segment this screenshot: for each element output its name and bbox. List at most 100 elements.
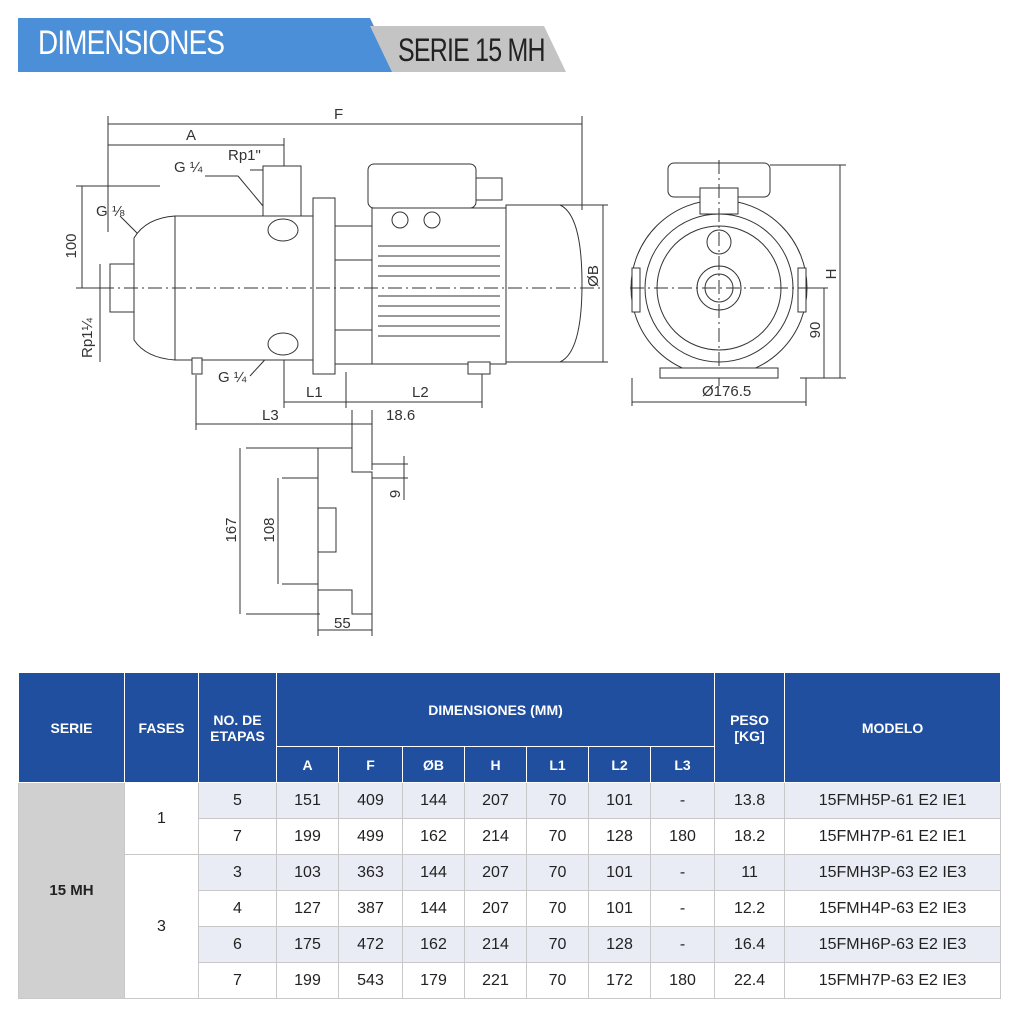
cell-etapas: 7 xyxy=(198,818,277,855)
dim-H-label: H xyxy=(823,269,840,280)
cell-l2: 128 xyxy=(588,926,651,963)
dim-g18-label: G ⅛ xyxy=(96,203,125,220)
header-modelo: MODELO xyxy=(784,672,1002,783)
header-dim-l2: L2 xyxy=(588,746,651,783)
cell-f: 499 xyxy=(338,818,403,855)
cell-l1: 70 xyxy=(526,818,589,855)
cell-f: 363 xyxy=(338,854,403,891)
cell-l1: 70 xyxy=(526,890,589,927)
cell-l2: 101 xyxy=(588,854,651,891)
cell-l2: 101 xyxy=(588,890,651,927)
header-etapas: NO. DE ETAPAS xyxy=(198,672,277,783)
dim-rp1-label: Rp1" xyxy=(228,147,261,164)
header-dim-l1: L1 xyxy=(526,746,589,783)
cell-peso: 18.2 xyxy=(714,818,786,855)
cell-b: 179 xyxy=(402,962,465,999)
cell-f: 472 xyxy=(338,926,403,963)
cell-b: 162 xyxy=(402,926,465,963)
cell-modelo: 15FMH6P-63 E2 IE3 xyxy=(784,926,1002,963)
cell-peso: 11 xyxy=(714,854,786,891)
cell-f: 543 xyxy=(338,962,403,999)
cell-h: 207 xyxy=(464,782,527,819)
header-fases: FASES xyxy=(124,672,199,783)
title-banner xyxy=(18,18,396,72)
cell-h: 214 xyxy=(464,818,527,855)
cell-a: 199 xyxy=(276,962,339,999)
cell-peso: 12.2 xyxy=(714,890,786,927)
dim-100-label: 100 xyxy=(63,233,80,258)
cell-l1: 70 xyxy=(526,962,589,999)
dim-167-label: 167 xyxy=(223,517,240,542)
cell-l3: 180 xyxy=(649,818,716,855)
cell-b: 144 xyxy=(402,854,465,891)
serie-cell: 15 MH xyxy=(18,782,125,999)
cell-modelo: 15FMH5P-61 E2 IE1 xyxy=(784,782,1002,819)
dim-OB-label: ØB xyxy=(585,265,602,287)
dim-g14-top-label: G ¼ xyxy=(174,159,203,176)
cell-etapas: 5 xyxy=(198,782,277,819)
fases-cell: 1 xyxy=(124,782,199,855)
dim-18-6-label: 18.6 xyxy=(386,407,415,424)
cell-h: 214 xyxy=(464,926,527,963)
cell-f: 409 xyxy=(338,782,403,819)
cell-l1: 70 xyxy=(526,782,589,819)
cell-etapas: 3 xyxy=(198,854,277,891)
cell-peso: 13.8 xyxy=(714,782,786,819)
dim-diameter-176-label: Ø176.5 xyxy=(702,383,751,400)
dim-108-label: 108 xyxy=(261,517,278,542)
cell-l2: 172 xyxy=(588,962,651,999)
cell-a: 151 xyxy=(276,782,339,819)
cell-l3: - xyxy=(649,926,716,963)
cell-a: 199 xyxy=(276,818,339,855)
cell-peso: 22.4 xyxy=(714,962,786,999)
cell-l3: - xyxy=(649,782,716,819)
cell-l2: 101 xyxy=(588,782,651,819)
cell-modelo: 15FMH7P-63 E2 IE3 xyxy=(784,962,1002,999)
dim-g14-bottom-label: G ¼ xyxy=(218,369,247,386)
header-dimensiones: DIMENSIONES (MM) xyxy=(275,672,716,747)
cell-l3: - xyxy=(649,854,716,891)
dim-L1-label: L1 xyxy=(306,384,323,401)
cell-etapas: 4 xyxy=(198,890,277,927)
table-row: 7 199 543 179 221 70 172 180 22.4 15FMH7… xyxy=(19,962,1002,999)
cell-modelo: 15FMH3P-63 E2 IE3 xyxy=(784,854,1002,891)
header-dim-b: ØB xyxy=(402,746,465,783)
cell-b: 144 xyxy=(402,890,465,927)
cell-b: 162 xyxy=(402,818,465,855)
header-serie: SERIE xyxy=(18,672,125,783)
cell-h: 221 xyxy=(464,962,527,999)
fases-cell: 3 xyxy=(124,854,199,999)
cell-l1: 70 xyxy=(526,926,589,963)
dim-L2-label: L2 xyxy=(412,384,429,401)
cell-h: 207 xyxy=(464,854,527,891)
dim-L3-label: L3 xyxy=(262,407,279,424)
table-row: 7 199 499 162 214 70 128 180 18.2 15FMH7… xyxy=(19,818,1002,855)
cell-l3: 180 xyxy=(649,962,716,999)
header-peso: PESO [KG] xyxy=(714,672,786,783)
header-dim-a: A xyxy=(276,746,339,783)
cell-a: 127 xyxy=(276,890,339,927)
cell-etapas: 6 xyxy=(198,926,277,963)
cell-h: 207 xyxy=(464,890,527,927)
cell-modelo: 15FMH4P-63 E2 IE3 xyxy=(784,890,1002,927)
cell-l3: - xyxy=(649,890,716,927)
cell-b: 144 xyxy=(402,782,465,819)
dim-90-label: 90 xyxy=(807,322,824,339)
cell-modelo: 15FMH7P-61 E2 IE1 xyxy=(784,818,1002,855)
cell-a: 175 xyxy=(276,926,339,963)
pump-dimension-drawing: F A G ¼ Rp1" G ⅛ 100 Rp1¼ G ¼ L1 L2 L3 1… xyxy=(63,106,846,636)
cell-peso: 16.4 xyxy=(714,926,786,963)
cell-l2: 128 xyxy=(588,818,651,855)
cell-etapas: 7 xyxy=(198,962,277,999)
table-row: 15 MH 1 5 151 409 144 207 70 101 - 13.8 … xyxy=(18,782,1002,999)
dim-9-label: 9 xyxy=(387,490,404,498)
table-row: 3 3 103 363 144 207 70 101 - 11 15FMH3P-… xyxy=(19,854,1002,999)
header-dim-h: H xyxy=(464,746,527,783)
cell-a: 103 xyxy=(276,854,339,891)
header-dim-f: F xyxy=(338,746,403,783)
dim-rp114-label: Rp1¼ xyxy=(79,317,96,358)
header-dim-l3: L3 xyxy=(649,746,716,783)
cell-l1: 70 xyxy=(526,854,589,891)
series-banner xyxy=(370,26,566,72)
dim-55-label: 55 xyxy=(334,615,351,632)
